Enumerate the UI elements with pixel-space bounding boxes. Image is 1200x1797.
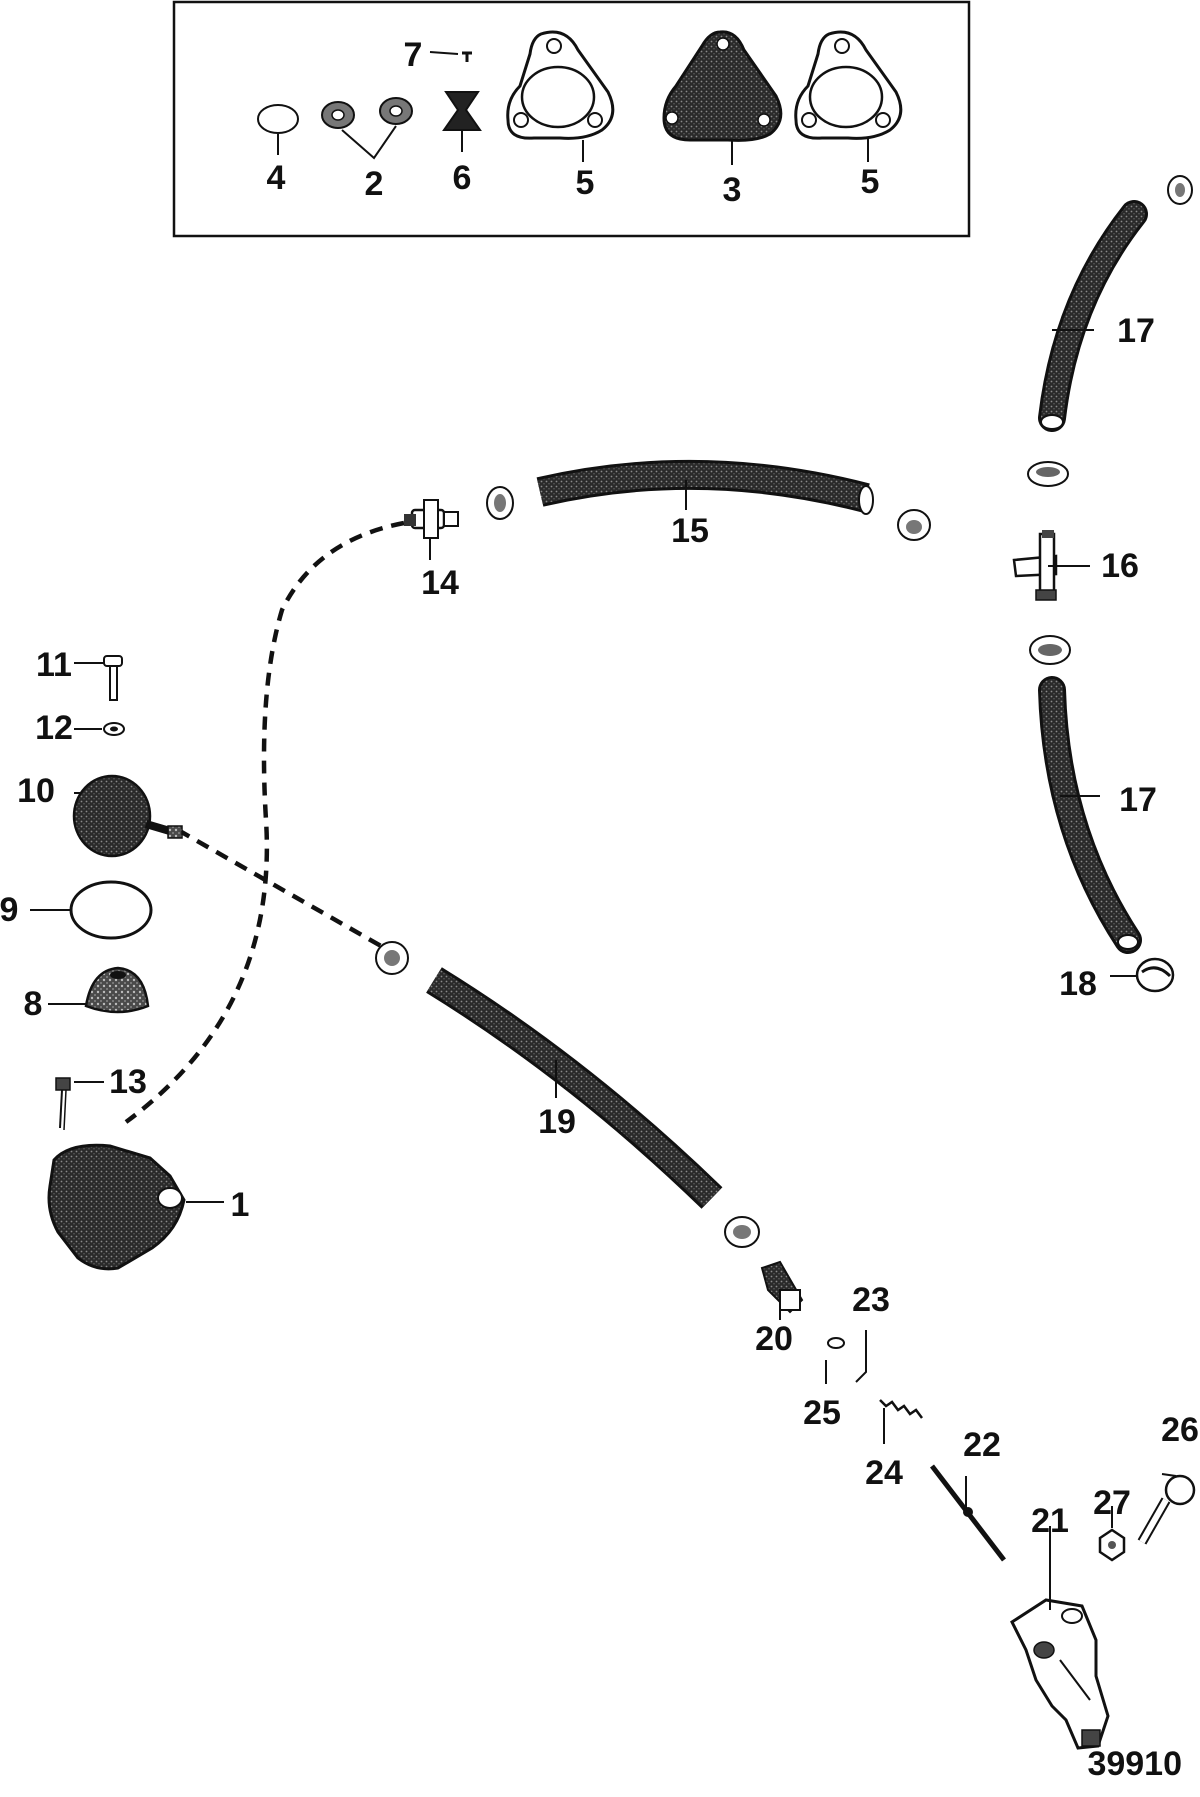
part-11-bolt [103, 655, 123, 701]
part-8-housing [84, 966, 150, 1014]
callout-15: 15 [671, 512, 709, 550]
callout-19: 19 [538, 1103, 576, 1141]
callout-22: 22 [963, 1426, 1001, 1464]
part-25-o-ring [827, 1337, 845, 1349]
part-18-clamp [1135, 957, 1175, 993]
callout-11: 11 [36, 646, 72, 684]
part-15-clamp-right [897, 509, 931, 541]
leader-lines [30, 329, 1177, 1610]
part-27-nut [1098, 1528, 1126, 1562]
part-24-spring [879, 1399, 923, 1419]
callout-8: 8 [23, 985, 43, 1023]
callout-21: 21 [1031, 1502, 1069, 1540]
part-22-rod [930, 1464, 1006, 1562]
part-18-top-clamp [1167, 175, 1193, 205]
part-26-bolt [1137, 1474, 1196, 1545]
callout-18: 18 [1059, 965, 1097, 1003]
callout-5-left: 5 [575, 164, 595, 202]
callout-23: 23 [852, 1281, 890, 1319]
part-5-gasket-right [794, 30, 903, 140]
callout-26: 26 [1161, 1411, 1199, 1449]
part-14-elbow-fitting [404, 499, 459, 539]
part-21-valve-body [1010, 1598, 1110, 1750]
part-16-clamp-top [1027, 461, 1069, 487]
part-16-tee-fitting [1012, 530, 1058, 601]
part-19-clamp-bottom [724, 1216, 760, 1248]
callout-2: 2 [364, 165, 384, 203]
callout-10: 10 [17, 772, 55, 810]
kit-leader-lines [277, 51, 869, 165]
callout-20: 20 [755, 1320, 793, 1358]
part-20-fitting [760, 1260, 804, 1314]
part-13-fitting [55, 1077, 71, 1131]
callout-27: 27 [1093, 1484, 1131, 1522]
part-23-pin [855, 1330, 867, 1383]
callout-25: 25 [803, 1394, 841, 1432]
callout-3: 3 [722, 171, 742, 209]
part-16-clamp-bottom [1029, 635, 1071, 665]
callout-6: 6 [452, 159, 472, 197]
callout-4: 4 [266, 159, 286, 197]
part-12-washer [103, 722, 125, 736]
callout-13: 13 [109, 1063, 147, 1101]
part-4-cap [257, 104, 299, 134]
callout-24: 24 [865, 1454, 903, 1492]
callout-14: 14 [421, 564, 459, 602]
reference-number: 39910 [1087, 1745, 1182, 1783]
part-3-plate [662, 30, 783, 142]
callout-17-upper: 17 [1117, 312, 1155, 350]
callout-5-right: 5 [860, 163, 880, 201]
part-19-clamp-top [375, 941, 409, 975]
dashed-connections [124, 520, 405, 1124]
part-6-hourglass [442, 91, 482, 131]
callout-1: 1 [230, 1186, 250, 1224]
part-9-o-ring [69, 880, 153, 940]
part-15-clamp-left [486, 486, 514, 520]
callout-17-lower: 17 [1119, 781, 1157, 819]
part-5-gasket-left [506, 30, 615, 140]
part-10-cover [72, 774, 183, 858]
kit-box [172, 0, 971, 238]
callout-16: 16 [1101, 547, 1139, 585]
callout-12: 12 [35, 709, 73, 747]
part-1-pump-body [47, 1143, 186, 1271]
callout-7: 7 [403, 36, 423, 74]
callout-9: 9 [0, 891, 19, 929]
part-2-seals [321, 97, 413, 129]
part-7-screw [462, 51, 472, 62]
